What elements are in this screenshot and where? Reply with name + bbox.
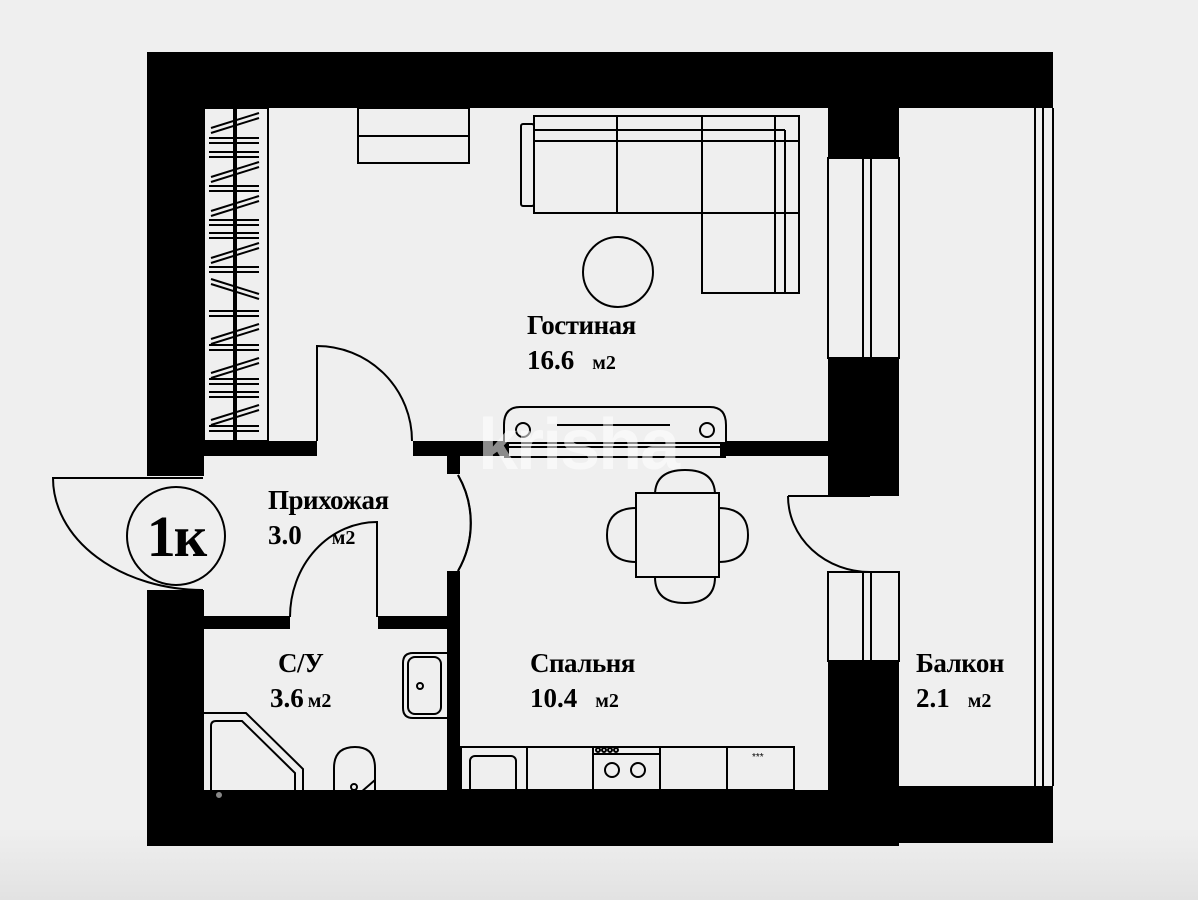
wall-right-upper	[828, 108, 899, 158]
coffee-table	[582, 236, 654, 308]
room-name: Гостиная	[527, 310, 636, 340]
wall-top	[147, 52, 1053, 108]
bathroom-door	[289, 520, 378, 618]
toilet	[333, 745, 376, 813]
corner-sofa	[520, 115, 800, 294]
watermark: krisha	[478, 405, 680, 485]
kitchen-door	[457, 474, 472, 572]
walls	[147, 52, 1053, 846]
apartment-type-badge: 1к	[126, 486, 226, 586]
wall-left-upper	[147, 52, 204, 476]
radiator	[503, 406, 727, 458]
wall-living-bedroom-right	[720, 441, 828, 456]
room-name: Балкон	[916, 648, 1005, 678]
chair-right	[717, 506, 750, 564]
wardrobe	[203, 107, 269, 442]
living-door	[316, 344, 413, 442]
entrance-door	[51, 477, 204, 591]
wall-stub	[447, 456, 460, 474]
svg-text:***: ***	[752, 752, 764, 763]
wall-balcony-bottom	[899, 786, 1053, 843]
tv-stand	[357, 107, 470, 164]
wall-bottom	[147, 790, 899, 846]
windows	[827, 157, 900, 662]
kitchen-sink	[469, 755, 517, 803]
dining-set	[605, 468, 750, 605]
bathroom-fixtures	[202, 652, 447, 814]
room-name: Спальня	[530, 648, 635, 678]
wall-bedroom-left	[447, 571, 460, 790]
corner-bathtub	[202, 712, 304, 814]
wall-living-hall-left	[204, 441, 317, 456]
wall-right-lower	[828, 661, 899, 846]
balcony-glazing	[1034, 108, 1054, 786]
doors	[51, 344, 871, 618]
chair-left	[605, 506, 638, 564]
wall-bath-top-right	[378, 616, 448, 629]
wall-right-middle	[828, 358, 899, 496]
room-name: Прихожая	[268, 485, 389, 515]
balcony-door	[787, 495, 871, 573]
wall-living-hall-mid	[413, 441, 509, 456]
wall-bath-top-left	[204, 616, 290, 629]
washbasin	[402, 652, 447, 719]
room-name: С/У	[278, 648, 324, 678]
dining-table	[635, 492, 720, 578]
chair-bottom	[653, 576, 717, 605]
chair-top	[653, 468, 717, 496]
